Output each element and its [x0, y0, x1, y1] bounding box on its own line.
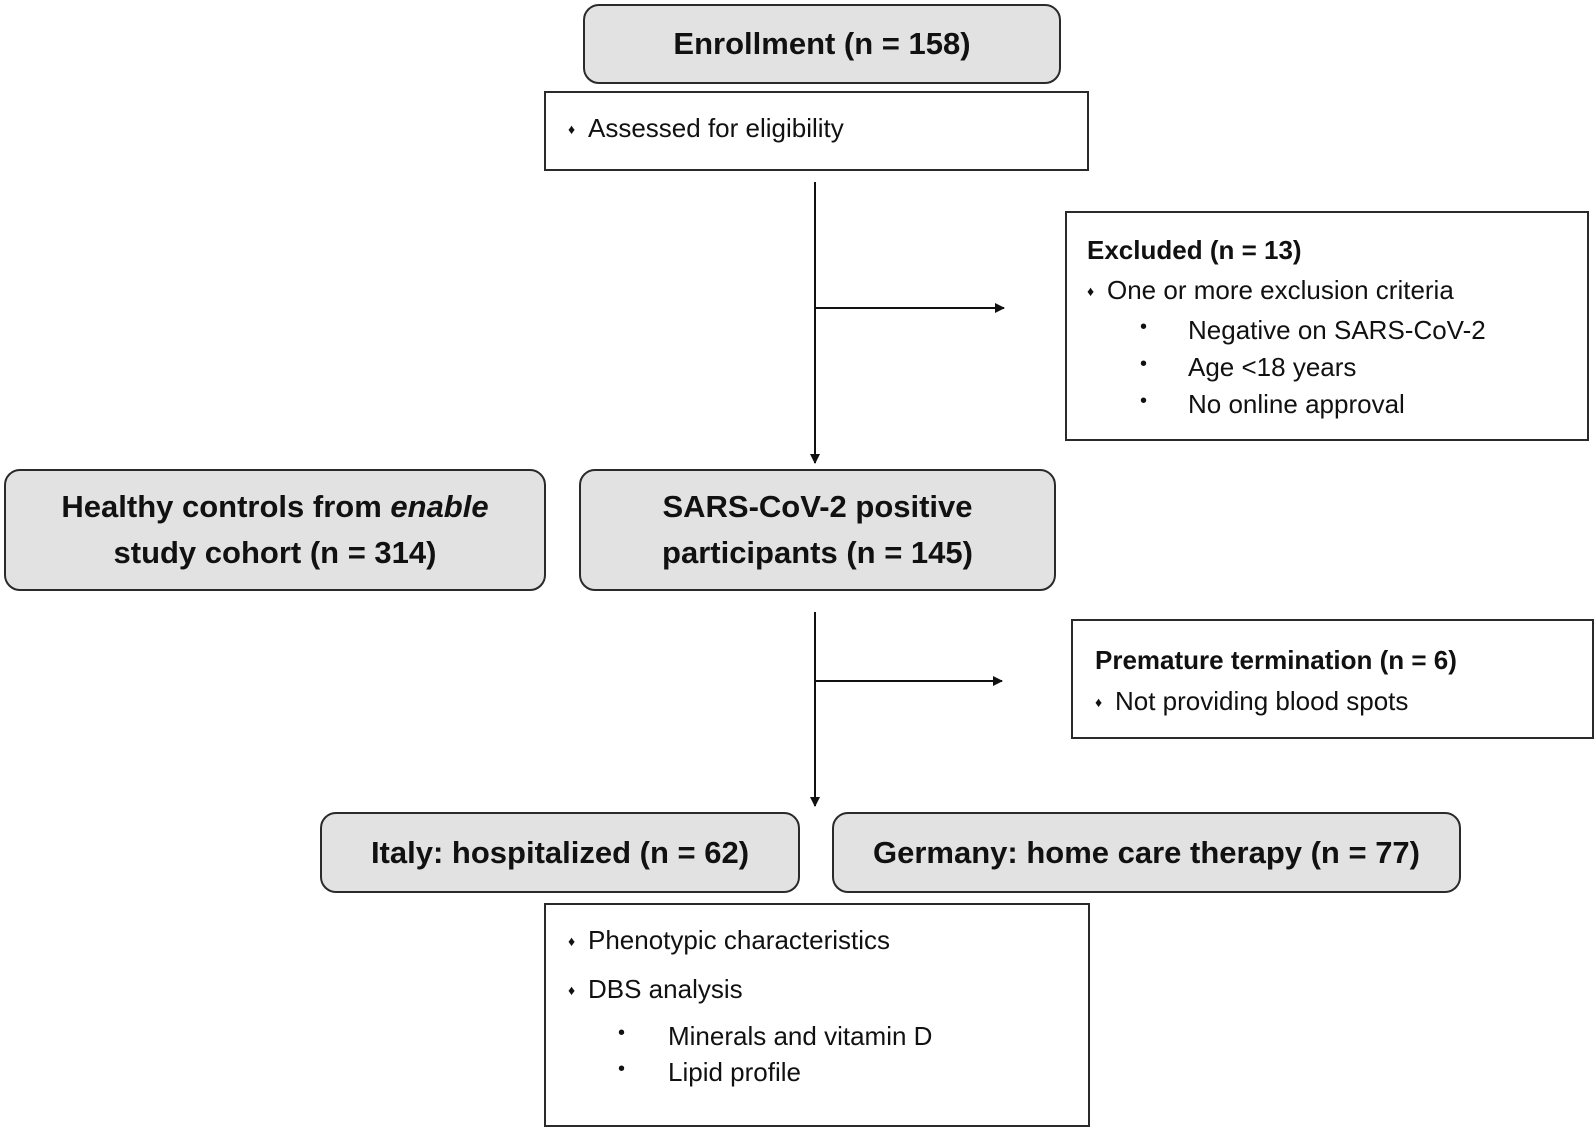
- eligibility-box: ♦Assessed for eligibility: [544, 91, 1089, 171]
- positive-line1: SARS-CoV-2 positive: [662, 489, 973, 524]
- excluded-title: Excluded (n = 13): [1087, 235, 1302, 265]
- enrollment-box: Enrollment (n = 158): [583, 4, 1061, 84]
- analysis-subitem: Minerals and vitamin D: [668, 1021, 933, 1051]
- premature-title: Premature termination (n = 6): [1095, 645, 1457, 675]
- diamond-bullet-icon: ♦: [568, 121, 576, 137]
- premature-termination-box: Premature termination (n = 6) ♦Not provi…: [1071, 619, 1594, 739]
- bullet-icon: •: [618, 1022, 626, 1044]
- excluded-subitem: Negative on SARS-CoV-2: [1188, 315, 1486, 345]
- enrollment-title: Enrollment (n = 158): [673, 26, 971, 61]
- excluded-box: Excluded (n = 13) ♦One or more exclusion…: [1065, 211, 1589, 441]
- bullet-icon: •: [618, 1058, 626, 1080]
- italy-box: Italy: hospitalized (n = 62): [320, 812, 800, 893]
- analysis-item: ♦Phenotypic characteristics: [568, 925, 891, 955]
- italy-label: Italy: hospitalized (n = 62): [370, 834, 750, 870]
- healthy-controls-box: Healthy controls from enable study cohor…: [4, 469, 546, 591]
- analysis-item: ♦DBS analysis: [568, 974, 743, 1004]
- healthy-controls-line2: study cohort (n = 314): [113, 535, 437, 570]
- eligibility-item: ♦Assessed for eligibility: [568, 113, 844, 143]
- positive-line2: participants (n = 145): [662, 535, 973, 570]
- diamond-bullet-icon: ♦: [1095, 694, 1103, 710]
- excluded-subitem: No online approval: [1188, 389, 1405, 419]
- bullet-icon: •: [1140, 390, 1148, 412]
- excluded-subitem: Age <18 years: [1188, 352, 1357, 382]
- diamond-bullet-icon: ♦: [568, 982, 576, 998]
- analysis-box: ♦Phenotypic characteristics ♦DBS analysi…: [544, 903, 1090, 1127]
- germany-box: Germany: home care therapy (n = 77): [832, 812, 1461, 893]
- diamond-bullet-icon: ♦: [568, 933, 576, 949]
- excluded-item: ♦One or more exclusion criteria: [1087, 275, 1454, 305]
- premature-item: ♦Not providing blood spots: [1095, 686, 1409, 716]
- bullet-icon: •: [1140, 353, 1148, 375]
- analysis-subitem: Lipid profile: [668, 1057, 801, 1087]
- bullet-icon: •: [1140, 316, 1148, 338]
- germany-label: Germany: home care therapy (n = 77): [872, 834, 1420, 870]
- positive-participants-box: SARS-CoV-2 positive participants (n = 14…: [579, 469, 1056, 591]
- diamond-bullet-icon: ♦: [1087, 283, 1095, 299]
- healthy-controls-line1: Healthy controls from enable: [61, 489, 489, 524]
